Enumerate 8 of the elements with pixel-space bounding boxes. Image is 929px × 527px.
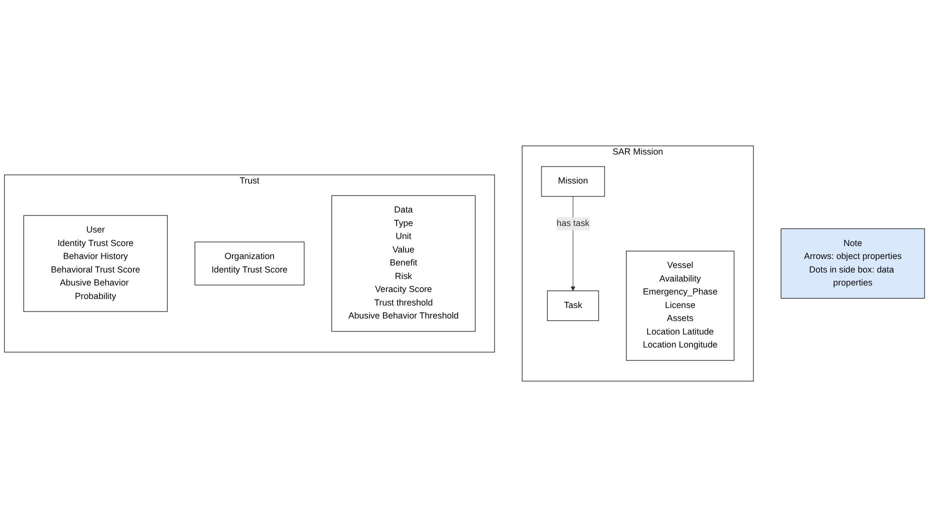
node-box: Note Arrows: object properties Dots in side box: data properties [780,228,925,299]
node-box: Data Type Unit Value Benefit Risk Veracity Score Trust threshold Abusive Behavior Threshold [332,195,476,332]
node-box: User Identity Trust Score Behavior History Behavioral Trust Score Abusive Behavior Probability [23,215,168,312]
node-box: Mission [541,166,605,197]
node-box: Organization Identity Trust Score [194,242,304,286]
node-box: Vessel Availability Emergency_Phase License Assets Location Latitude Location Longitude [626,250,734,361]
edge-label: has task [556,218,590,228]
node-box: Task [547,290,599,321]
